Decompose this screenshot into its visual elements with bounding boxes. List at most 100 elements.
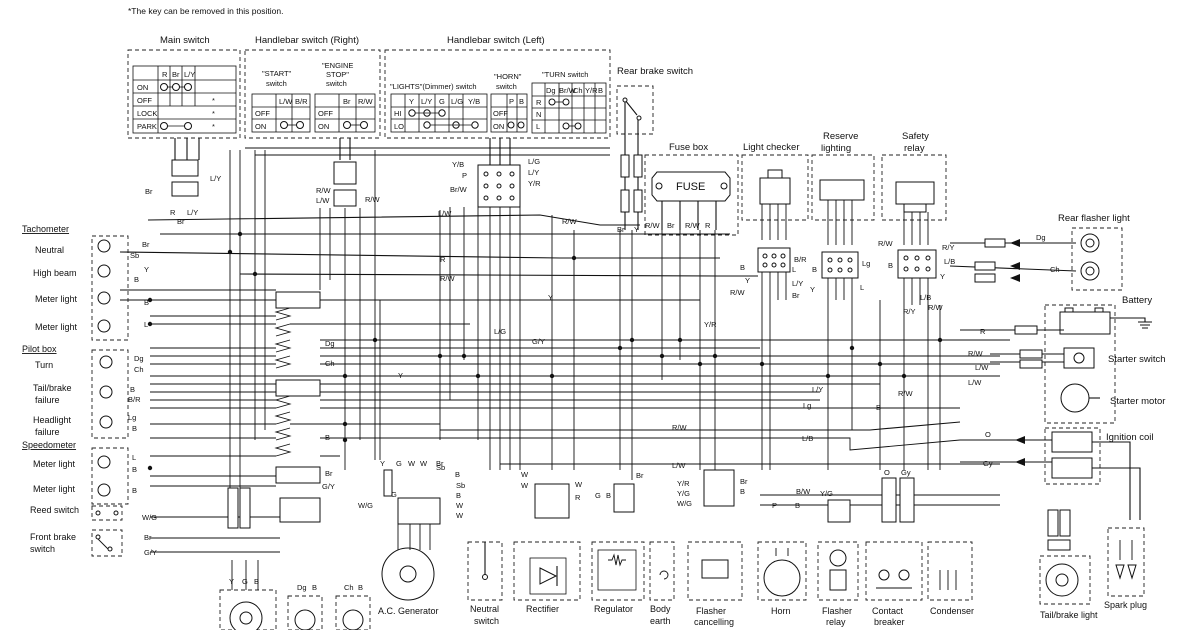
start-col-br: B/R [295,97,308,106]
acg-wire-g: G [396,459,402,468]
rear-flasher-lights: Dg Ch [949,227,1123,291]
reg-wire-br: Br [636,471,644,480]
lw-b3: B [130,385,135,394]
cs-br: Br [325,469,333,478]
lw-br5: Br [144,533,152,542]
ms-col-r: R [162,70,168,79]
flasher-relay-label-1: Flasher [822,606,852,616]
horn: P B Horn [757,501,807,616]
turn-switch-label: "TURN switch [542,70,588,79]
head-failure-label-2: failure [35,427,60,437]
lw-b1: B [134,275,139,284]
front-brake-label-1: Front brake [30,532,76,542]
lc-wire-rw: R/W [730,288,746,297]
lights-switch-label: "LIGHTS"(Dimmer) switch [390,82,477,91]
fr-wire-yg: Y/G [820,489,833,498]
reserve-title-2: lighting [821,143,851,154]
lw-br4: B/R [128,395,141,404]
turn-row-l: L [536,122,540,131]
lw-sb: Sb [130,251,139,260]
fuse-label: FUSE [676,181,705,193]
ms-conn-r: R [170,208,176,217]
cb-wire-o: O [884,468,890,477]
speedometer-heading: Speedometer [22,440,76,450]
main-switch-title: Main switch [160,35,210,46]
lw-dg: Dg [134,354,144,363]
rbs-wire-br: Br [617,225,625,234]
ls-conn-yr: Y/R [528,179,541,188]
ms-star-lock: * [212,109,215,118]
ms-row-lock: LOCK [137,109,157,118]
head-failure-label-1: Headlight [33,415,72,425]
bat-wire-r: R [980,327,986,336]
start-switch-label-2: switch [266,79,287,88]
ac-generator-label: A.C. Generator [378,606,439,616]
bl-wire-b: B [254,577,259,586]
lights-col-y: Y [409,97,414,106]
rl-wire-y: Y [810,285,815,294]
lc-wire-b: B [740,263,745,272]
rs-conn-rw: R/W [316,186,332,195]
acg-wire-sb: Sb [436,463,445,472]
bl-wire-b2: B [312,583,317,592]
tachometer-heading: Tachometer [22,224,69,234]
ls-conn-yb: Y/B [452,160,464,169]
trunk-lg: Lg [803,401,811,410]
speedo-meter-light-2: Meter light [33,484,76,494]
trunk-lb: L/B [802,434,813,443]
sr-wire-lb2: L/B [920,293,931,302]
horn-col-b: B [519,97,524,106]
ms-row-park: PARK [137,122,157,131]
lw-b5: B [132,465,137,474]
lw-gy: G/Y [144,548,157,557]
front-brake-label-2: switch [30,544,55,554]
bottom-left-lamps: Y G B Dg B Ch B [219,487,371,630]
safety-relay: R/W R/Y L/B B Y L/B R/Y R/W [878,154,955,316]
junction-dots [147,231,943,471]
ss-wire-lw: L/W [968,378,982,387]
flasher-cancelling-label-1: Flasher [696,606,726,616]
turn-row-r: R [536,98,542,107]
wire-harness: L/Y Br R L/Y Br R/W L/W R/W Y/B L/G P L/… [119,138,1010,553]
rs-conn-lw: L/W [316,196,330,205]
safety-title-2: relay [904,143,925,154]
acg-wire-g2: G [391,490,397,499]
reserve-lighting: Lg B L Y [810,154,875,300]
tail-brake-label: Tail/brake light [1040,610,1098,620]
sr-wire-rw2: R/W [928,303,944,312]
spark-plug-label: Spark plug [1104,600,1147,610]
neutral-indicator-label: Neutral [35,245,64,255]
tail-failure-label-1: Tail/brake [33,383,72,393]
pilot-box-heading: Pilot box [22,344,57,354]
horn-row-on: ON [493,122,504,131]
horn-wire-b: B [795,501,800,510]
fuse-box-title: Fuse box [669,142,708,153]
lights-row-hi: HI [394,109,402,118]
estop-row-on: ON [318,122,329,131]
turn-col-ch: Ch [573,86,583,95]
fc-wire-b: B [740,487,745,496]
ls-conn-ly: L/Y [528,168,539,177]
ls-conn-p: P [462,171,467,180]
rl-wire-lg: Lg [862,259,870,268]
fb-wire-r: R [705,221,711,230]
acg-wire-br: Br [436,459,444,468]
vh-y: Y [548,293,553,302]
vh-rw: R/W [898,389,914,398]
lights-col-yb: Y/B [468,97,480,106]
lights-col-g: G [439,97,445,106]
lights-col-lg: L/G [451,97,463,106]
reg-wire-b: B [606,491,611,500]
hb-right-title: Handlebar switch (Right) [255,35,359,46]
light-checker-title: Light checker [743,142,800,153]
sr-wire-ry2: R/Y [903,307,916,316]
estop-row-off: OFF [318,109,333,118]
bl-wire-ch: Ch [344,583,354,592]
ic-wire-o: O [985,430,991,439]
acg-wire-w4: W [456,511,464,520]
cs-gy: G/Y [322,482,335,491]
flasher-relay: Y/G Flasher relay [817,489,859,627]
rs-conn-rw2: R/W [365,195,381,204]
ignition-coil-title: Ignition coil [1106,432,1154,443]
flasher-cancelling: Y/R Y/G W/G Br B Flasher cancelling [677,469,748,627]
